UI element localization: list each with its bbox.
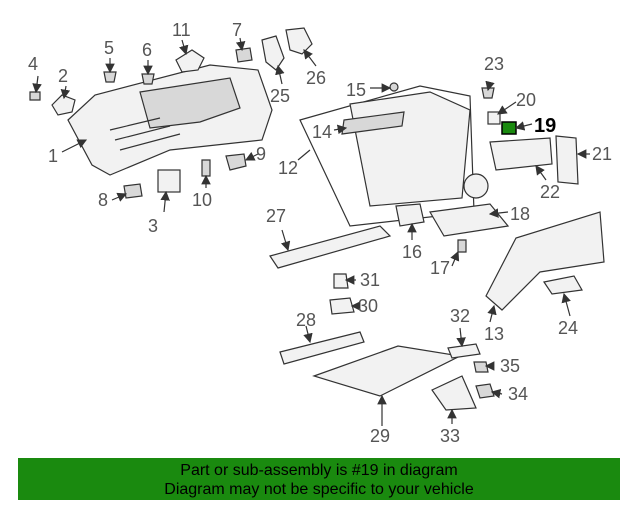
- callout-2: 2: [58, 66, 68, 86]
- part-9-clip: [225, 153, 247, 171]
- info-banner: Part or sub-assembly is #19 in diagram D…: [18, 458, 620, 500]
- callout-30: 30: [358, 296, 378, 316]
- callout-26: 26: [306, 68, 326, 88]
- callout-33: 33: [440, 426, 460, 446]
- part-18-tray: [429, 203, 510, 237]
- callout-28: 28: [296, 310, 316, 330]
- part-30-cover: [329, 297, 355, 315]
- part-20-clip: [487, 111, 501, 125]
- callout-11: 11: [172, 20, 191, 40]
- callout-35: 35: [500, 356, 520, 376]
- callout-1: 1: [48, 146, 58, 166]
- callout-8: 8: [98, 190, 108, 210]
- callout-20: 20: [516, 90, 536, 110]
- callout-24: 24: [558, 318, 578, 338]
- part-6-clip: [141, 73, 155, 85]
- part-11-bracket: [175, 49, 205, 73]
- callout-5: 5: [104, 38, 114, 58]
- callout-17: 17: [430, 258, 450, 278]
- part-21-panel: [555, 135, 579, 185]
- part-13-side-panel: [485, 211, 605, 311]
- callout-32: 32: [450, 306, 470, 326]
- part-28-panel: [279, 331, 365, 365]
- part-24-handle: [543, 275, 583, 295]
- part-22-garnish: [489, 137, 553, 171]
- part-17-clip: [457, 239, 467, 253]
- part-25-bracket: [261, 35, 285, 71]
- callout-6: 6: [142, 40, 152, 60]
- part-8-clip: [123, 183, 143, 199]
- callout-10: 10: [192, 190, 212, 210]
- callout-19: 19: [534, 115, 556, 137]
- callout-4: 4: [28, 54, 38, 74]
- callout-16: 16: [402, 242, 422, 262]
- part-4-screw: [29, 91, 41, 101]
- callout-13: 13: [484, 324, 504, 344]
- callout-18: 18: [510, 204, 530, 224]
- part-31-hook: [333, 273, 349, 289]
- part-19-clip-highlighted: [501, 121, 517, 135]
- callout-23: 23: [484, 54, 504, 74]
- callout-22: 22: [540, 182, 560, 202]
- callout-3: 3: [148, 216, 158, 236]
- part-7-clip: [235, 47, 253, 63]
- leader-lines: [32, 37, 590, 426]
- part-1-quarter-trim-panel: [67, 64, 273, 176]
- callout-25: 25: [270, 86, 290, 106]
- callout-34: 34: [508, 384, 528, 404]
- callout-15: 15: [346, 80, 366, 100]
- callout-31: 31: [360, 270, 380, 290]
- part-3-pad: [157, 169, 181, 193]
- part-5-clip: [103, 71, 117, 83]
- part-10-pin: [201, 159, 211, 177]
- callout-7: 7: [232, 20, 242, 40]
- part-16-box: [395, 203, 425, 227]
- part-34-hook: [475, 383, 495, 399]
- callout-14: 14: [312, 122, 332, 142]
- callout-21: 21: [592, 144, 612, 164]
- part-33-trim: [431, 375, 477, 411]
- callout-27: 27: [266, 206, 286, 226]
- callout-12: 12: [278, 158, 298, 178]
- part-12-group-frame: [299, 85, 475, 227]
- banner-line-1: Part or sub-assembly is #19 in diagram: [180, 462, 458, 479]
- part-26-cover: [285, 27, 313, 55]
- callout-9: 9: [256, 144, 266, 164]
- part-27-cover: [269, 225, 392, 269]
- part-2-clip: [51, 94, 76, 116]
- parts-diagram: 4 2 1 5 6 11 7 25 26 8 3 10 9 15 14 12 2…: [28, 20, 612, 446]
- banner-line-2: Diagram may not be specific to your vehi…: [164, 481, 474, 498]
- part-35-clip: [473, 361, 489, 373]
- callout-29: 29: [370, 426, 390, 446]
- part-15-clip: [389, 82, 399, 92]
- part-32-bracket: [447, 343, 481, 359]
